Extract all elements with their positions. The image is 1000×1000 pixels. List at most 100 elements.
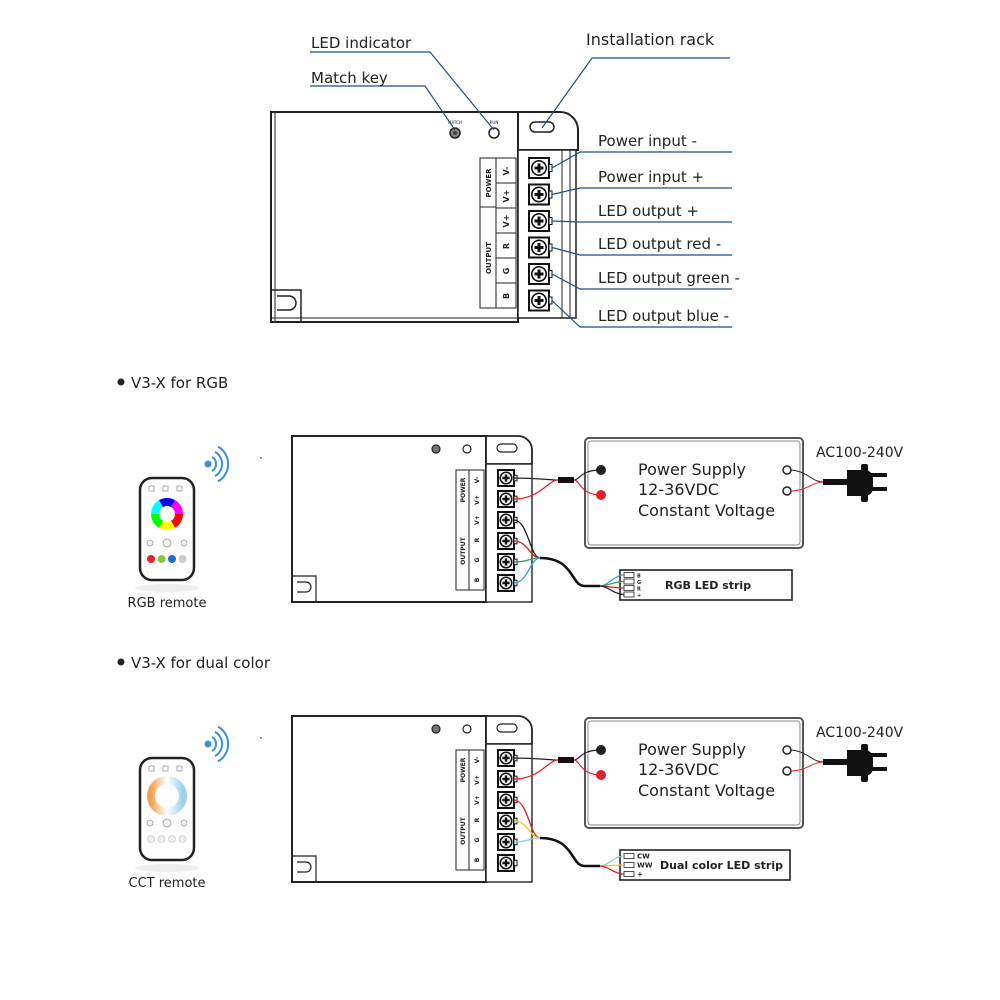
led-indicator: [462, 444, 472, 454]
strip-pin-label: R: [637, 587, 641, 593]
pin-label: R: [474, 537, 481, 542]
strip-pin-label: CW: [637, 853, 650, 861]
color-wheel-segment: [171, 514, 183, 528]
remote-color-button: [168, 555, 176, 563]
controller-body: [291, 435, 487, 603]
section-title: V3-X for RGB: [131, 374, 228, 392]
controller-body: [291, 715, 487, 883]
ac-terminal: [782, 486, 792, 496]
pin-label: V+: [474, 795, 481, 805]
pin-label-panel: [455, 749, 485, 871]
remote-key: [148, 485, 155, 492]
pin-label: B: [474, 857, 481, 862]
strip-wire: [599, 865, 625, 875]
ac-input-label: AC100-240V: [816, 445, 904, 461]
mount-slot: [292, 575, 317, 603]
strip-pin-label: +: [637, 871, 643, 879]
strip-pad: [623, 585, 635, 591]
remote-nav-button: [180, 539, 188, 547]
plug-prong: [871, 487, 887, 491]
pin-label: B: [502, 293, 511, 299]
strip-wire: [599, 585, 625, 596]
power-supply-type: Constant Voltage: [638, 781, 775, 800]
pin-label: V+: [502, 215, 511, 228]
output-wire: [513, 557, 541, 584]
controller-detail: V-V+V+RGB POWER OUTPUT MATCH RUN LED ind…: [270, 30, 740, 328]
cable-sheath: [558, 477, 574, 483]
callout-line: [551, 220, 732, 223]
remote-nav-button: [146, 819, 154, 827]
strip-pad: [623, 591, 635, 598]
signal-arc: [217, 725, 230, 763]
pin-label: V+: [502, 190, 511, 203]
power-supply-box: [584, 437, 804, 549]
strip-pad: [623, 853, 635, 859]
remote-label: RGB remote: [128, 596, 207, 611]
ac-terminal: [782, 745, 792, 755]
strip-pad: [623, 572, 635, 578]
cct-ring: [147, 776, 187, 816]
callout-line: [551, 246, 732, 256]
callout-line: [551, 273, 732, 290]
ac-terminal: [782, 766, 792, 776]
output-group-label: OUTPUT: [485, 242, 493, 274]
plug-cord: [823, 759, 849, 765]
strip-pin-label: +: [637, 593, 641, 599]
pin-label: G: [502, 268, 511, 275]
remote-scene-button: [147, 835, 155, 843]
terminal-callout-label: LED output blue -: [598, 307, 729, 325]
terminal-callout-label: LED output +: [598, 202, 699, 220]
ac-terminal: [782, 465, 792, 475]
callout-line: [551, 151, 732, 169]
strip-pin-label: WW: [637, 862, 653, 870]
remote-label: CCT remote: [129, 876, 206, 891]
led-indicator: [488, 127, 500, 139]
wireless-signal-icon: [204, 460, 212, 468]
signal-arc: [211, 736, 218, 752]
strip-pad: [623, 862, 635, 868]
section-title: V3-X for dual color: [131, 654, 271, 672]
pin-label-panel: [455, 469, 485, 591]
output-cable: [539, 556, 600, 588]
output-wire: [513, 837, 541, 843]
terminal-callout-label: LED output green -: [598, 269, 740, 287]
run-label: RUN: [490, 120, 499, 125]
power-group-label: POWER: [485, 168, 493, 198]
strip-pad: [623, 871, 635, 877]
remote-key: [176, 765, 183, 772]
remote-key: [162, 485, 169, 492]
plug-prong: [871, 753, 887, 757]
remote-nav-button: [146, 539, 154, 547]
pin-label: V-: [474, 756, 481, 763]
plug-cord: [823, 479, 849, 485]
wire-positive: [513, 759, 559, 780]
pin-label: R: [474, 817, 481, 822]
color-wheel-segment: [171, 500, 183, 514]
pin-label: G: [474, 557, 481, 562]
power-supply-title: Power Supply: [638, 740, 746, 759]
led-strip-box: [619, 849, 791, 881]
pin-label: B: [474, 577, 481, 582]
color-wheel-segment: [159, 520, 175, 530]
strip-pad: [623, 578, 635, 585]
signal-arc: [214, 450, 224, 478]
plug-icon: [847, 750, 873, 776]
callout-line: [551, 187, 732, 196]
output-group-label: OUTPUT: [460, 536, 467, 564]
power-supply-box: [584, 717, 804, 829]
power-group-label: POWER: [460, 757, 467, 782]
remote-scene-button: [168, 835, 176, 843]
output-group-label: OUTPUT: [460, 816, 467, 844]
power-supply-voltage: 12-36VDC: [638, 760, 719, 779]
ac-input-label: AC100-240V: [816, 725, 904, 741]
remote-scene-button: [157, 835, 166, 843]
power-supply-voltage: 12-36VDC: [638, 480, 719, 499]
pin-label: V+: [474, 515, 481, 525]
led-strip-box: [619, 569, 793, 601]
remote-color-button: [147, 555, 155, 563]
remote-shadow: [135, 864, 199, 872]
color-wheel-segment: [159, 497, 175, 508]
power-group-label: POWER: [460, 477, 467, 502]
